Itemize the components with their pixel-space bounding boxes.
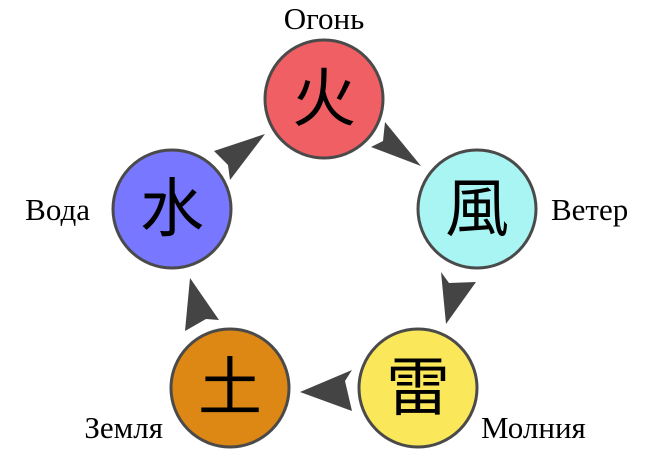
wind-circle [416, 148, 538, 270]
lightning-label: Молния [481, 410, 586, 445]
node-wind: 風 Ветер [416, 148, 628, 270]
arrow-fire-to-wind [371, 122, 421, 166]
earth-label: Земля [84, 410, 163, 445]
fire-glyph: 火 [292, 63, 356, 137]
arrow-earth-to-water [185, 278, 219, 331]
node-earth: 土 Земля [84, 327, 291, 449]
fire-circle [263, 38, 385, 160]
arrow-water-to-fire [214, 134, 265, 180]
earth-glyph: 土 [198, 352, 262, 426]
arrow-lightning-to-earth [300, 370, 352, 411]
earth-circle [169, 327, 291, 449]
water-circle [111, 148, 233, 270]
wind-glyph: 風 [445, 173, 509, 247]
fire-label: Огонь [284, 1, 365, 36]
water-label: Вода [25, 192, 90, 227]
lightning-glyph: 雷 [386, 352, 450, 426]
water-glyph: 水 [140, 173, 204, 247]
node-water: 水 Вода [25, 148, 233, 270]
lightning-circle [357, 327, 479, 449]
wind-label: Ветер [551, 192, 628, 227]
arrow-wind-to-lightning [441, 272, 476, 324]
node-lightning: 雷 Молния [357, 327, 586, 449]
node-fire: 火 Огонь [263, 1, 385, 160]
